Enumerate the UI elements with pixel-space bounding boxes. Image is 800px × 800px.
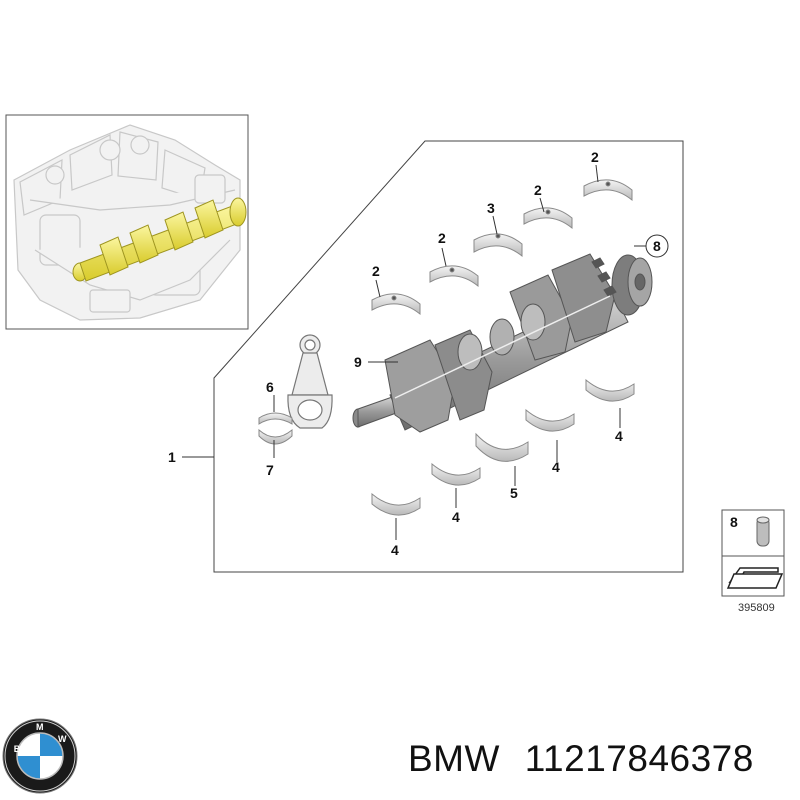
- caption-part-number: 11217846378: [524, 738, 754, 779]
- callout-7: 7: [266, 462, 274, 478]
- connecting-rod: [287, 334, 333, 429]
- callout-labels: 1 6 7 9 2 2 3 2 2 4 4 5 4 4 8: [168, 149, 669, 558]
- legend-item-number: 8: [730, 514, 738, 530]
- dowel-pin-icon: [756, 516, 770, 547]
- upper-main-bearing-shells: [371, 179, 633, 316]
- callout-4-fourth: 4: [615, 428, 623, 444]
- callout-3: 3: [487, 200, 495, 216]
- highlighted-crankshaft: [72, 197, 247, 282]
- assembly-frame: [213, 140, 684, 573]
- callout-2-third: 2: [534, 182, 542, 198]
- svg-text:B: B: [14, 744, 21, 754]
- leader-lines: [182, 164, 646, 540]
- callout-8: 8: [653, 238, 661, 254]
- caption-brand: BMW: [408, 738, 500, 779]
- svg-text:M: M: [36, 722, 44, 732]
- legend-box: 8 395809: [721, 509, 785, 614]
- lower-main-bearing-shells: [371, 378, 635, 516]
- callout-8-circled: 8: [645, 234, 669, 258]
- part-caption: BMW 11217846378: [408, 738, 794, 788]
- bmw-logo: B M W: [2, 718, 78, 794]
- callout-4-first: 4: [391, 542, 399, 558]
- svg-text:W: W: [58, 734, 67, 744]
- engine-block-illustration: [13, 124, 241, 321]
- engine-overview-inset: [5, 114, 249, 330]
- callout-4-third: 4: [552, 459, 560, 475]
- callout-6: 6: [266, 379, 274, 395]
- callout-2-first: 2: [372, 263, 380, 279]
- callout-5: 5: [510, 485, 518, 501]
- callout-2-second: 2: [438, 230, 446, 246]
- crankshaft: [352, 253, 653, 433]
- callout-9: 9: [354, 354, 362, 370]
- drawing-number: 395809: [738, 602, 775, 614]
- callout-2-fourth: 2: [591, 149, 599, 165]
- rod-bearing-shells: [258, 412, 293, 445]
- arrow-icon: [726, 567, 784, 589]
- callout-4-second: 4: [452, 509, 460, 525]
- callout-1: 1: [168, 449, 176, 465]
